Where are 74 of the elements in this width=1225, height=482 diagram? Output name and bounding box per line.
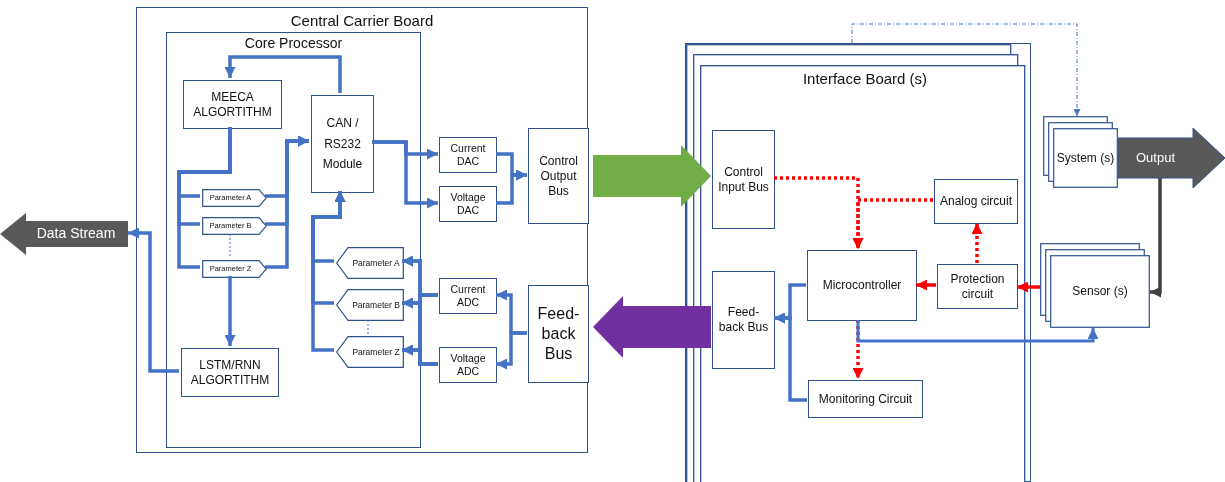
- node-label: Control Input Bus: [717, 164, 770, 195]
- process-box: [181, 348, 279, 397]
- arrow: [916, 279, 936, 291]
- arrow: [852, 198, 933, 249]
- node-label: Parameter Z: [351, 346, 401, 358]
- node-label: Data Stream: [36, 225, 116, 243]
- node-label: Parameter A: [351, 257, 401, 269]
- block-arrow: [593, 145, 711, 207]
- system-stack: [1043, 116, 1118, 188]
- arrow: [128, 227, 179, 373]
- parameter-tag: [202, 260, 267, 278]
- node-label: MEECA ALGORTITHM: [192, 89, 273, 120]
- converter-box: [439, 347, 497, 383]
- processor-frame: [166, 32, 421, 448]
- bus-box: [712, 130, 775, 229]
- circuit-box: [808, 380, 923, 418]
- bus-box: [712, 271, 775, 369]
- arrow: [496, 331, 527, 370]
- arrow: [971, 223, 983, 263]
- frame-title: Interface Board (s): [801, 70, 929, 89]
- node-label: Microcontroller: [821, 278, 903, 293]
- node-label: System (s): [1055, 150, 1116, 166]
- node-label: Voltage DAC: [449, 190, 487, 218]
- frame-title: Central Carrier Board: [290, 12, 434, 31]
- node-label: Analog circuit: [938, 194, 1013, 209]
- arrow: [496, 169, 527, 205]
- arrow: [774, 312, 807, 402]
- output-arrow: [1118, 128, 1225, 188]
- process-box: [183, 80, 282, 129]
- node-label: Output: [1136, 149, 1175, 167]
- node-label: LSTM/RNN ALGORTITHM: [189, 357, 271, 388]
- data-stream-arrow: [0, 213, 128, 255]
- arrow: [856, 320, 1099, 343]
- controller-box: [807, 250, 917, 321]
- arrow: [1017, 281, 1040, 293]
- node-label: Monitoring Circuit: [817, 391, 914, 407]
- converter-box: [439, 186, 497, 222]
- node-label: Sensor (s): [1071, 284, 1129, 299]
- parameter-tag: [336, 336, 404, 368]
- arrow: [1150, 178, 1162, 298]
- board-stack: [685, 43, 1031, 482]
- arrow: [851, 23, 1081, 117]
- sensor-stack: [1040, 243, 1150, 328]
- converter-box: [439, 137, 497, 173]
- block-arrow: [593, 296, 711, 358]
- node-label: Feed-back Bus: [717, 305, 770, 335]
- circuit-box: [937, 264, 1018, 309]
- parameter-tag: [336, 289, 404, 321]
- node-label: Control Output Bus: [538, 153, 579, 199]
- bus-box: [528, 285, 589, 383]
- parameter-tag: [336, 247, 404, 279]
- arrow: [224, 276, 236, 346]
- arrow: [372, 140, 438, 209]
- node-label: CAN / RS232 Module: [321, 115, 364, 174]
- bus-box: [528, 128, 589, 224]
- node-label: Parameter B: [351, 299, 401, 311]
- converter-box: [439, 278, 497, 314]
- board-frame: [136, 7, 588, 453]
- connector-line: [177, 127, 232, 269]
- arrow: [265, 135, 309, 269]
- arrow: [402, 344, 438, 366]
- module-box: [311, 95, 374, 193]
- arrow: [224, 55, 342, 93]
- circuit-box: [934, 179, 1018, 224]
- parameter-tag: [202, 189, 267, 207]
- node-label: Protection circuit: [949, 271, 1006, 302]
- node-label: Feed-back Bus: [536, 304, 581, 364]
- node-label: Current ADC: [449, 282, 487, 310]
- node-label: Voltage ADC: [449, 351, 487, 379]
- parameter-tag: [202, 217, 267, 235]
- frame-title: Core Processor: [244, 35, 343, 53]
- node-label: Current DAC: [449, 141, 487, 169]
- arrow: [311, 191, 346, 352]
- arrow: [852, 320, 864, 379]
